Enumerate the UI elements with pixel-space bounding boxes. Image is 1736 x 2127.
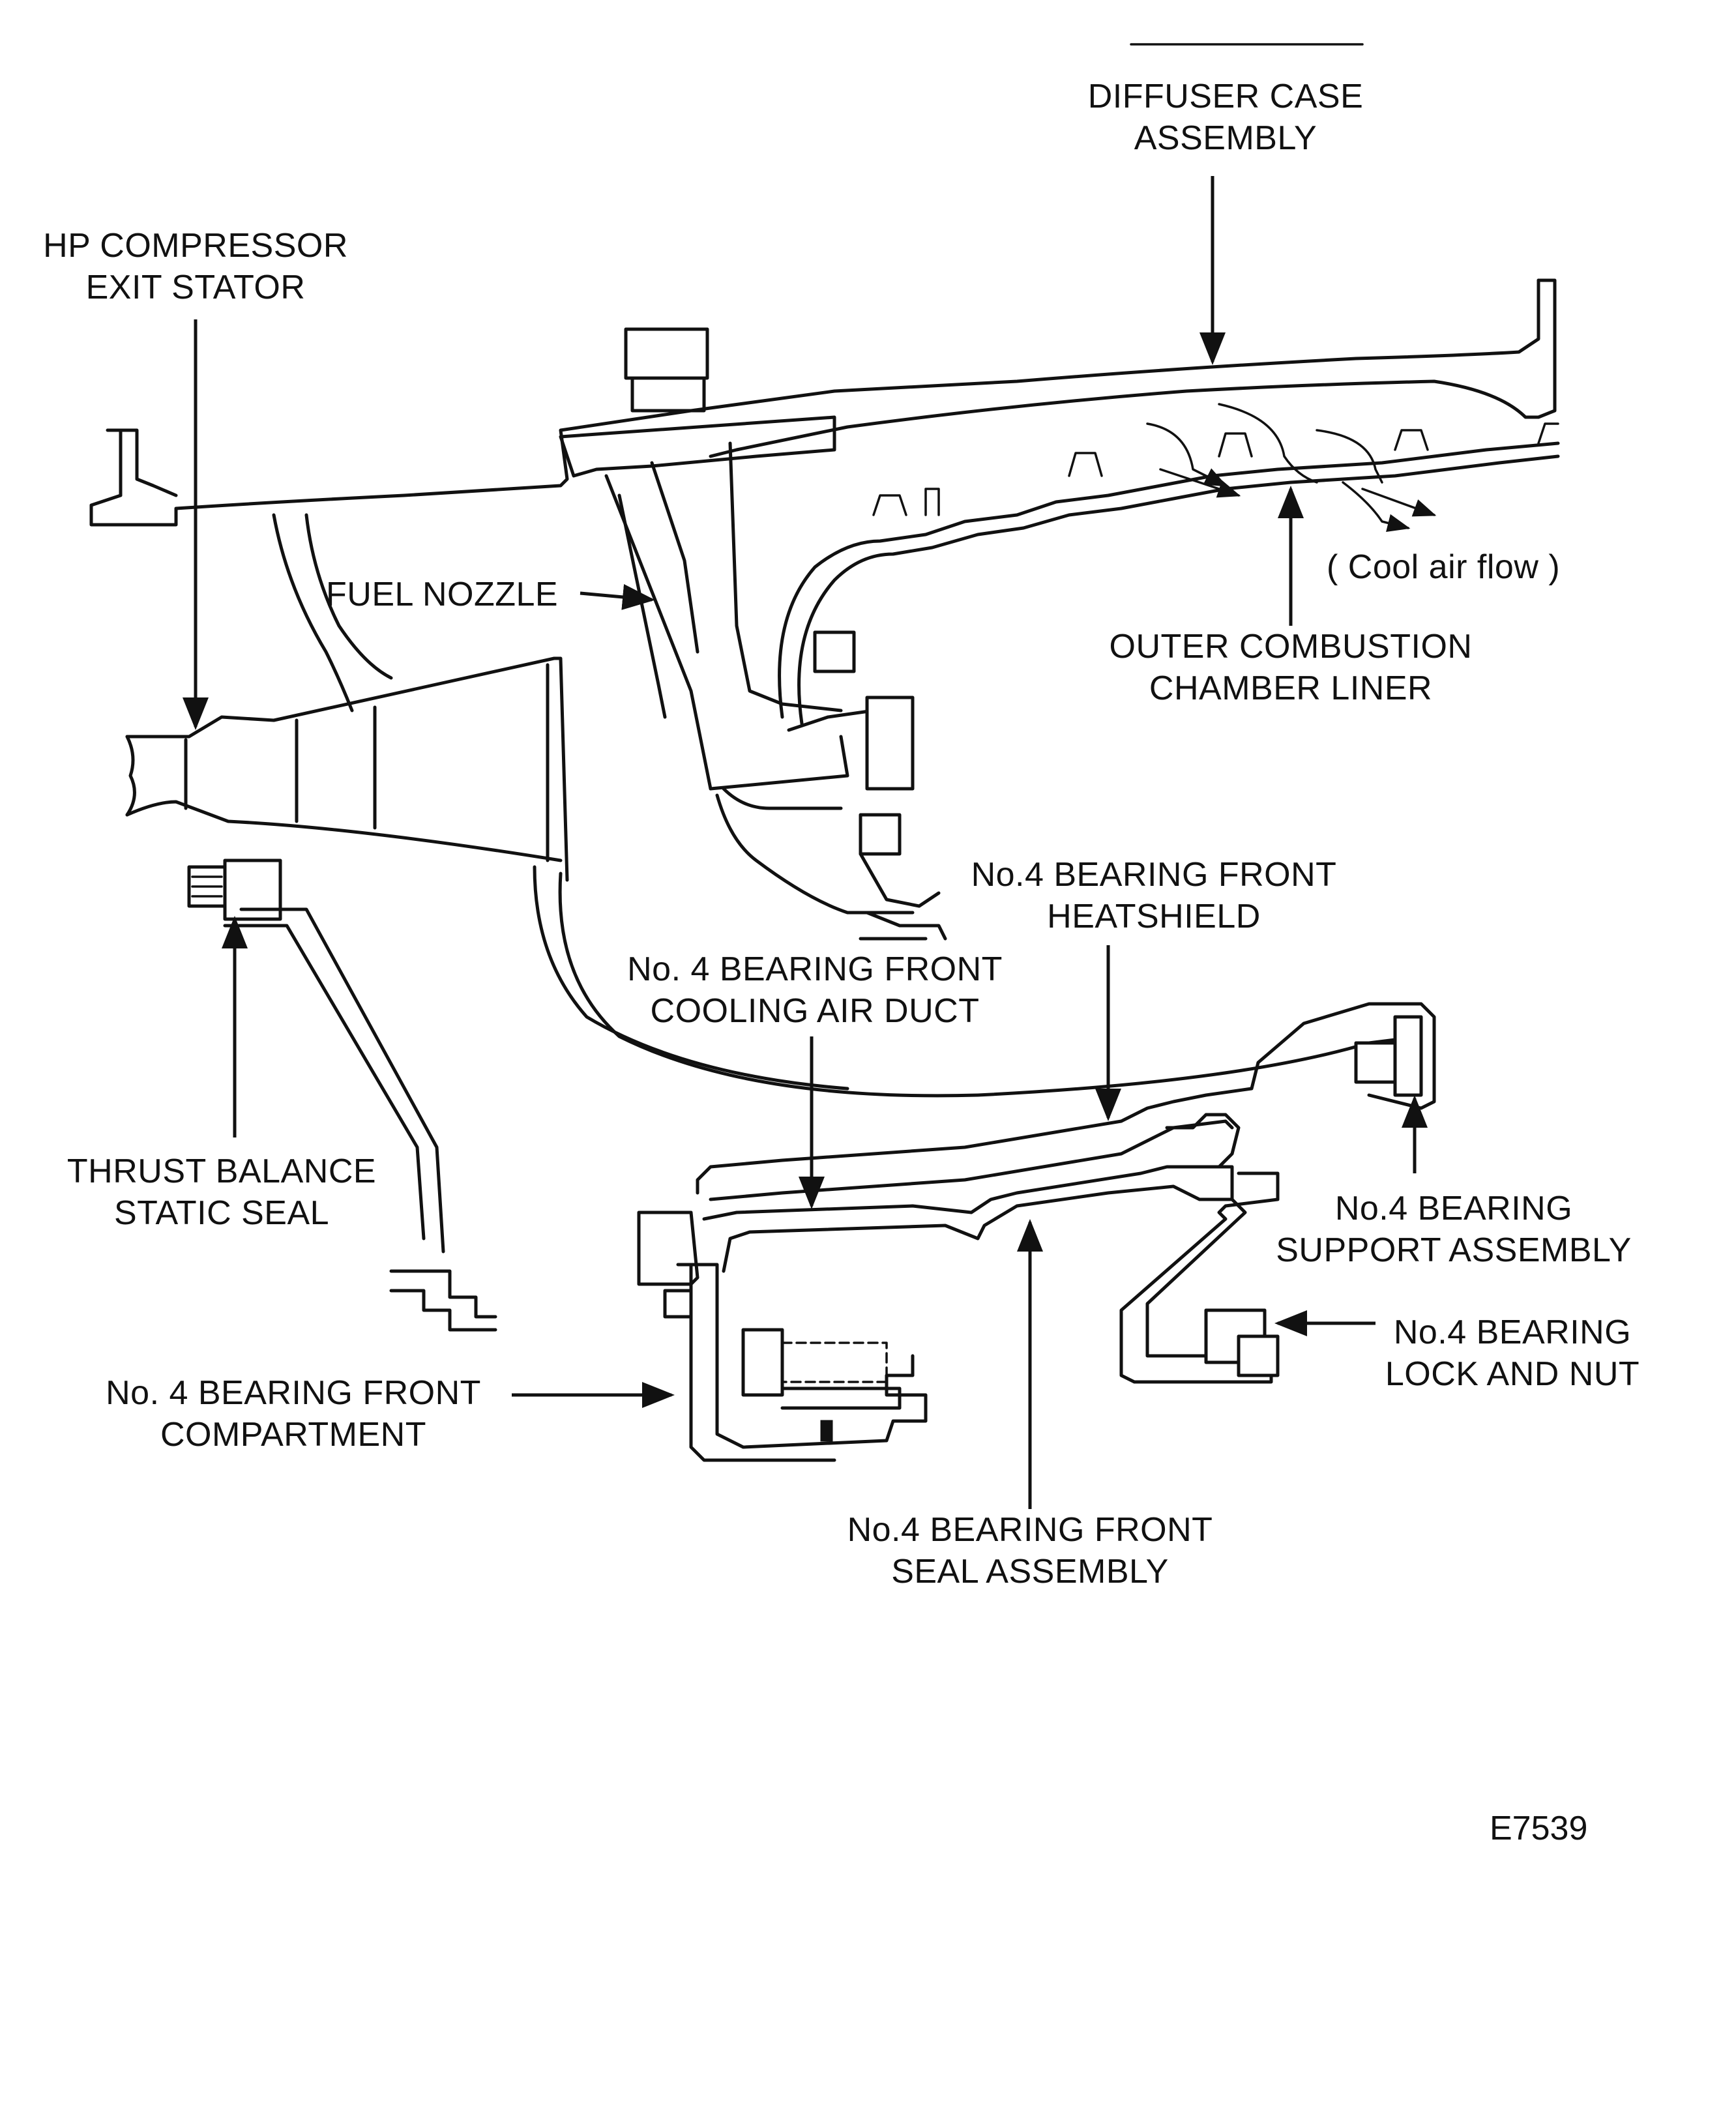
label-fuel-nozzle: FUEL NOZZLE xyxy=(326,576,559,613)
thrust-balance-seal-shape xyxy=(187,858,497,1332)
label-heatshield: No.4 BEARING FRONT HEATSHIELD xyxy=(971,856,1337,935)
diffuser-case-shape xyxy=(89,278,1557,712)
label-front-compartment: No. 4 BEARING FRONT COMPARTMENT xyxy=(106,1374,481,1454)
outer-combustion-liner-shape xyxy=(778,403,1560,941)
fuel-nozzle-shape xyxy=(604,441,915,915)
label-cooling-air-duct: No. 4 BEARING FRONT COOLING AIR DUCT xyxy=(627,950,1003,1030)
label-thrust-balance-seal: THRUST BALANCE STATIC SEAL xyxy=(66,1152,377,1232)
label-lock-and-nut: No.4 BEARING LOCK AND NUT xyxy=(1385,1313,1640,1393)
label-hp-compressor: HP COMPRESSOR EXIT STATOR xyxy=(43,227,348,306)
label-cool-air-flow: ( Cool air flow ) xyxy=(1327,548,1561,586)
leader-arrows xyxy=(183,176,1428,1509)
label-support-assembly: No.4 BEARING SUPPORT ASSEMBLY xyxy=(1276,1190,1632,1269)
bearing-support-shape xyxy=(637,1002,1436,1462)
label-diffuser-case: DIFFUSER CASE ASSEMBLY xyxy=(1087,78,1364,157)
arrow-fuel-nozzle xyxy=(580,584,655,610)
label-outer-combustion-liner: OUTER COMBUSTION CHAMBER LINER xyxy=(1109,628,1473,707)
hp-compressor-exit-stator-shape xyxy=(125,656,1423,1098)
label-seal-assembly: No.4 BEARING FRONT SEAL ASSEMBLY xyxy=(847,1511,1213,1591)
figure-code: E7539 xyxy=(1490,1810,1588,1847)
